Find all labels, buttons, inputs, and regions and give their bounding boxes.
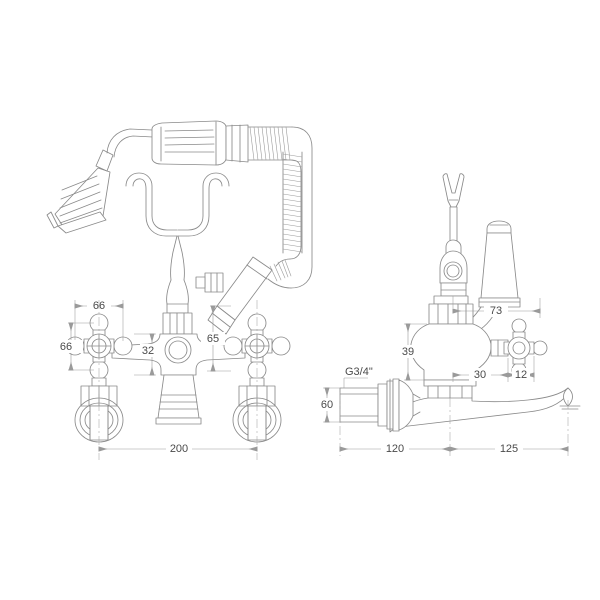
dim-label-30: 30 xyxy=(474,369,486,381)
side-lower-nut xyxy=(423,379,477,399)
side-main-body xyxy=(410,318,548,381)
dim-handle-height-66: 66 xyxy=(59,322,83,371)
dim-label-120: 120 xyxy=(386,443,404,455)
dim-flange-height-60: 60 xyxy=(315,387,342,423)
dim-label-65: 65 xyxy=(207,333,219,345)
side-view-group xyxy=(339,173,581,433)
dim-projection-chain: 120 125 xyxy=(339,392,569,456)
hose-coil-upper xyxy=(247,126,293,161)
centre-riser xyxy=(162,303,193,335)
side-upper-column xyxy=(428,295,474,325)
dim-label-g34: G3/4" xyxy=(345,366,373,378)
lever-handle-side xyxy=(439,173,468,297)
wall-flange-inlet xyxy=(339,378,421,432)
dim-label-125: 125 xyxy=(500,443,518,455)
front-spout-shroud xyxy=(155,374,202,425)
handset-grip xyxy=(151,120,249,166)
hose-coil-vertical xyxy=(282,151,303,254)
dim-label-66-height: 66 xyxy=(60,341,72,353)
dim-overall-width-200: 200 xyxy=(98,300,258,460)
shower-rose-icon xyxy=(46,149,114,234)
dim-label-73: 73 xyxy=(490,305,502,317)
dim-body-height-39: 39 xyxy=(396,323,427,381)
dim-label-39: 39 xyxy=(402,346,414,358)
dim-label-60: 60 xyxy=(321,399,333,411)
dim-label-200: 200 xyxy=(170,443,188,455)
handset-hose-left xyxy=(106,128,154,158)
dim-lever-reach-73: 73 xyxy=(452,296,541,318)
side-view-dimensions: 73 39 30 12 G3/4" xyxy=(315,296,569,456)
handset-cradle xyxy=(125,172,230,305)
dim-handle-centre-65: 65 xyxy=(201,305,231,372)
hose-lower-end xyxy=(267,258,292,289)
dim-label-32: 32 xyxy=(142,345,154,357)
dim-offsets-30-12: 30 12 xyxy=(452,356,535,382)
dim-thread-callout: G3/4" xyxy=(343,366,373,388)
dim-label-12: 12 xyxy=(515,369,527,381)
dim-body-offset-32: 32 xyxy=(134,333,164,376)
front-view-dimensions: 66 66 32 65 20 xyxy=(59,299,258,460)
